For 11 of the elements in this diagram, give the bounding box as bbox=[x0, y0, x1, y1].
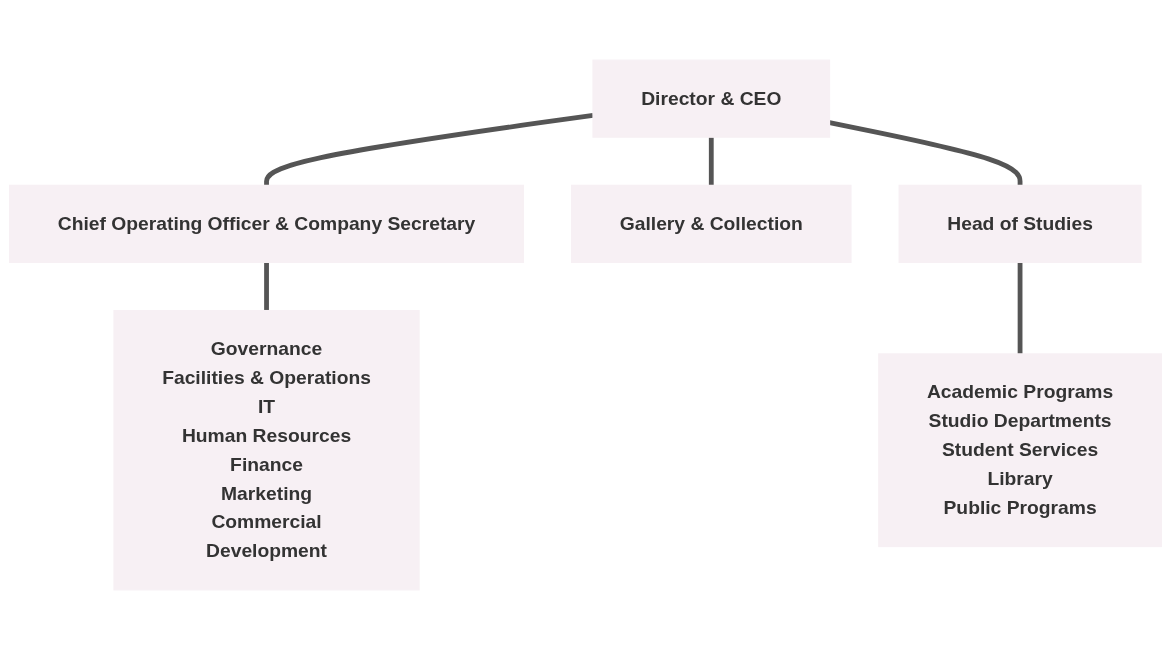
node-box: Gallery & Collection bbox=[571, 184, 852, 263]
node-box: Director & CEO bbox=[592, 59, 831, 138]
connector bbox=[264, 262, 269, 311]
connector bbox=[708, 137, 714, 186]
connector bbox=[264, 112, 594, 186]
node-box: Head of Studies bbox=[898, 184, 1142, 263]
node-box: Academic Programs Studio Departments Student Services Library Public Programs bbox=[878, 353, 1162, 548]
connector bbox=[1017, 262, 1023, 354]
node-box: Chief Operating Officer & Company Secretary bbox=[9, 184, 525, 263]
connector bbox=[829, 120, 1023, 186]
node-box: Governance Facilities & Operations IT Human Resources Finance Marketing Commercial Development bbox=[113, 309, 420, 591]
